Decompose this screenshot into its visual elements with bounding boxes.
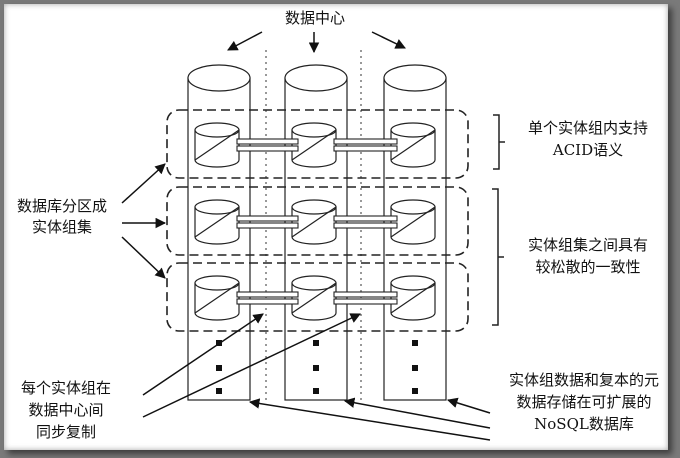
entity-group-body — [291, 206, 337, 245]
svg-text:ACID语义: ACID语义 — [552, 141, 623, 159]
entity-group-body — [291, 282, 337, 321]
entity-group-diagonal — [194, 282, 240, 314]
svg-text:实体组集之间具有: 实体组集之间具有 — [528, 236, 648, 254]
svg-text:数据存储在可扩展的: 数据存储在可扩展的 — [516, 393, 651, 411]
column-top — [187, 64, 251, 92]
replication-bar — [236, 222, 299, 229]
replication-bar — [236, 291, 299, 298]
entity-group-body — [390, 282, 436, 321]
entity-group — [194, 199, 240, 245]
replication-link — [236, 215, 299, 229]
continuation-dot — [313, 365, 319, 371]
entity-group-body — [194, 129, 240, 168]
replication-bar — [333, 215, 398, 222]
datacenter-arrows — [227, 31, 406, 54]
nosql-arrows — [248, 397, 491, 441]
replication-bar — [236, 215, 299, 222]
replication-label: 每个实体组在 数据中心间 同步复制 — [21, 379, 111, 441]
acid-label: 单个实体组内支持 ACID语义 — [528, 119, 648, 159]
brackets — [492, 114, 505, 326]
nosql-label: 实体组数据和复本的元 数据存储在可扩展的 NoSQL数据库 — [509, 371, 659, 433]
entity-group-set — [166, 186, 469, 256]
replication-bar — [236, 145, 299, 152]
replication-bar — [333, 298, 398, 305]
entity-group — [390, 199, 436, 245]
entity-group — [390, 275, 436, 321]
entity-group-diagonal — [291, 129, 337, 161]
entity-group-diagonal — [291, 282, 337, 314]
continuation-dot — [216, 388, 222, 394]
replication-link — [236, 291, 299, 305]
entity-group — [390, 122, 436, 168]
replication-bar — [333, 138, 398, 145]
entity-group-boundary — [166, 262, 469, 332]
datacenter-title: 数据中心 — [285, 9, 345, 27]
continuation-dot — [412, 388, 418, 394]
entity-group-diagonal — [390, 129, 436, 161]
entity-group — [194, 122, 240, 168]
continuation-dot — [216, 365, 222, 371]
replication-link — [236, 138, 299, 152]
svg-text:实体组数据和复本的元: 实体组数据和复本的元 — [509, 371, 659, 389]
svg-text:数据中心间: 数据中心间 — [28, 401, 103, 419]
replication-link — [333, 138, 398, 152]
entity-group-boundary — [166, 186, 469, 256]
svg-text:单个实体组内支持: 单个实体组内支持 — [528, 119, 648, 137]
continuation-dot — [412, 340, 418, 346]
entity-group-body — [194, 206, 240, 245]
entity-group — [194, 275, 240, 321]
entity-group-set — [166, 109, 469, 179]
svg-text:每个实体组在: 每个实体组在 — [21, 379, 111, 397]
column-top — [383, 64, 447, 92]
entity-group-boundary — [166, 109, 469, 179]
partition-arrows — [121, 163, 167, 279]
entity-group-diagonal — [194, 206, 240, 238]
replication-link — [333, 291, 398, 305]
entity-group-body — [390, 206, 436, 245]
column-top — [284, 64, 348, 92]
entity-group-diagonal — [390, 206, 436, 238]
svg-text:较松散的一致性: 较松散的一致性 — [535, 258, 640, 276]
entity-group-body — [194, 282, 240, 321]
replication-link — [333, 215, 398, 229]
replication-bar — [236, 138, 299, 145]
entity-group — [291, 275, 337, 321]
svg-text:NoSQL数据库: NoSQL数据库 — [534, 415, 634, 433]
partition-label: 数据库分区成 实体组集 — [17, 197, 107, 236]
continuation-dot — [313, 340, 319, 346]
svg-text:数据库分区成: 数据库分区成 — [17, 197, 107, 215]
entity-group — [291, 199, 337, 245]
entity-group-set — [166, 262, 469, 332]
continuation-dot — [412, 365, 418, 371]
replication-bar — [333, 145, 398, 152]
replication-arrows — [142, 313, 361, 418]
entity-group-body — [390, 129, 436, 168]
replication-bar — [333, 291, 398, 298]
entity-group-body — [291, 129, 337, 168]
replication-bar — [333, 222, 398, 229]
svg-text:实体组集: 实体组集 — [32, 218, 92, 236]
continuation-dot — [313, 388, 319, 394]
entity-group-diagonal — [291, 206, 337, 238]
consistency-label: 实体组集之间具有 较松散的一致性 — [528, 236, 648, 276]
entity-group-diagonal — [390, 282, 436, 314]
replication-bar — [236, 298, 299, 305]
entity-group-diagonal — [194, 129, 240, 161]
entity-group — [291, 122, 337, 168]
svg-text:同步复制: 同步复制 — [36, 423, 96, 441]
entity-groups — [166, 109, 469, 332]
